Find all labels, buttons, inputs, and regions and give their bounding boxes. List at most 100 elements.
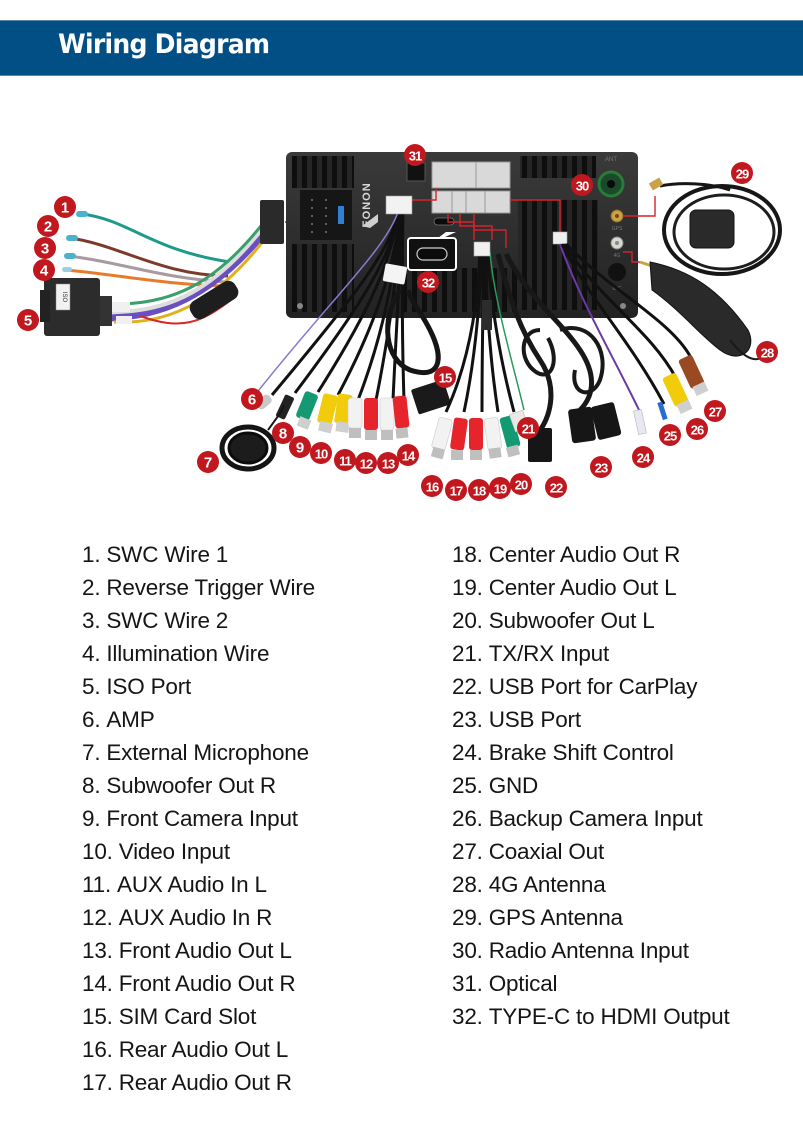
callout-badge-reverse-trigger-wire: 2 (37, 215, 59, 237)
callout-badge-swc-wire-2: 3 (34, 237, 56, 259)
harness-bundle-green (111, 221, 266, 306)
badge-circle (659, 424, 681, 446)
badge-number: 6 (248, 392, 256, 409)
mic-port (608, 263, 626, 281)
callout-badge-video-input: 10 (310, 442, 332, 464)
heatsink-top-left (292, 156, 354, 188)
head-unit: EONON ANT GPS (286, 152, 656, 318)
callout-badge-aux-audio-in-r: 12 (355, 452, 377, 474)
callout-badge-swc-wire-1: 1 (54, 196, 76, 218)
heatsink-bottom-left (292, 244, 354, 312)
badge-number: 18 (473, 484, 486, 499)
badge-number: 8 (279, 426, 287, 443)
callout-badge-gps-antenna: 29 (731, 162, 753, 184)
badge-number: 14 (402, 449, 416, 464)
amp-wire (254, 211, 399, 396)
legend-item: 31.Optical (452, 967, 730, 1000)
rca-plug-subwoofer-out-l (499, 415, 521, 458)
rca-plug-backup-camera (662, 373, 693, 415)
badge-number: 1 (61, 200, 69, 217)
badge-circle (54, 196, 76, 218)
legend-item-number: 2. (82, 575, 101, 600)
badge-number: 30 (576, 179, 589, 194)
type-c-hdmi-inset (407, 232, 457, 271)
callout-badge-usb-port-carplay: 22 (545, 476, 567, 498)
legend-item-label: Rear Audio Out R (118, 1070, 292, 1095)
legend-item: 3.SWC Wire 2 (82, 604, 315, 637)
legend-item: 24.Brake Shift Control (452, 736, 730, 769)
inline-fuse-holder (189, 280, 239, 320)
callout-badge-subwoofer-out-r: 8 (272, 422, 294, 444)
badge-circle (704, 400, 726, 422)
legend-item-number: 15. (82, 1004, 113, 1029)
legend-item-label: Subwoofer Out L (488, 608, 655, 633)
badge-circle (686, 418, 708, 440)
legend-item-label: Subwoofer Out R (106, 773, 276, 798)
gnd (657, 401, 668, 421)
badge-circle (756, 341, 778, 363)
rca-plug-front-audio-out-r (392, 395, 410, 439)
legend-item-number: 27. (452, 839, 483, 864)
rca-plug-front-camera (296, 391, 318, 430)
legend-item-label: AUX Audio In L (117, 872, 267, 897)
legend-item: 17.Rear Audio Out R (82, 1066, 315, 1099)
usb-port-2 (590, 402, 622, 440)
legend-item: 28.4G Antenna (452, 868, 730, 901)
legend-item: 29.GPS Antenna (452, 901, 730, 934)
breakout-plug (385, 195, 413, 215)
badge-number: 9 (296, 440, 304, 457)
badge-circle (417, 271, 439, 293)
legend-item-number: 20. (452, 608, 483, 633)
legend-item-label: SWC Wire 2 (106, 608, 229, 633)
badge-number: 22 (550, 481, 563, 496)
badge-number: 10 (315, 447, 328, 462)
badge-circle (37, 215, 59, 237)
badge-circle (197, 451, 219, 473)
center-cable-group (430, 241, 530, 460)
right-vents-top (520, 156, 596, 178)
badge-number: 17 (450, 484, 463, 499)
badge-circle (571, 174, 593, 196)
callout-lines (410, 188, 656, 263)
cable-tie-label (382, 263, 408, 285)
legend-item-number: 30. (452, 938, 483, 963)
legend-item: 1.SWC Wire 1 (82, 538, 315, 571)
badge-circle (377, 452, 399, 474)
legend-item-label: GND (488, 773, 539, 798)
right-cable-group (552, 231, 709, 435)
rca-plug-center-audio-out-r (469, 418, 483, 460)
legend-item-label: USB Port (488, 707, 581, 732)
gps-antenna-puck (689, 209, 735, 249)
legend-item-number: 25. (452, 773, 483, 798)
rca-plug-front-audio-out-l (379, 397, 395, 440)
legend-item: 10.Video Input (82, 835, 315, 868)
badge-circle (334, 449, 356, 471)
callout-badge-rear-audio-out-r: 17 (445, 479, 467, 501)
badge-circle (289, 436, 311, 458)
callout-badge-tx-rx-input: 21 (517, 417, 539, 439)
legend-item: 22.USB Port for CarPlay (452, 670, 730, 703)
legend-item-label: AMP (106, 707, 155, 732)
sim-cable-loop (385, 288, 441, 376)
badge-number: 11 (339, 454, 352, 469)
legend-item-number: 3. (82, 608, 101, 633)
legend-item-number: 18. (452, 542, 483, 567)
badge-number: 23 (595, 461, 608, 476)
harness-plug (260, 200, 284, 244)
callout-badge-usb-port: 23 (590, 456, 612, 478)
badge-number: 4 (40, 263, 49, 280)
center-plug (473, 241, 491, 257)
legend-item: 18.Center Audio Out R (452, 538, 730, 571)
badge-number: 27 (709, 405, 722, 420)
callout-badge-gnd: 25 (659, 424, 681, 446)
legend-item-label: Center Audio Out R (488, 542, 681, 567)
rca-plug-rear-audio-out-l (430, 417, 453, 460)
rca-cable-bundle (219, 195, 451, 472)
rca-plug-video-input (317, 393, 338, 434)
badge-circle (272, 422, 294, 444)
legend-item-number: 21. (452, 641, 483, 666)
badge-circle (434, 366, 456, 388)
